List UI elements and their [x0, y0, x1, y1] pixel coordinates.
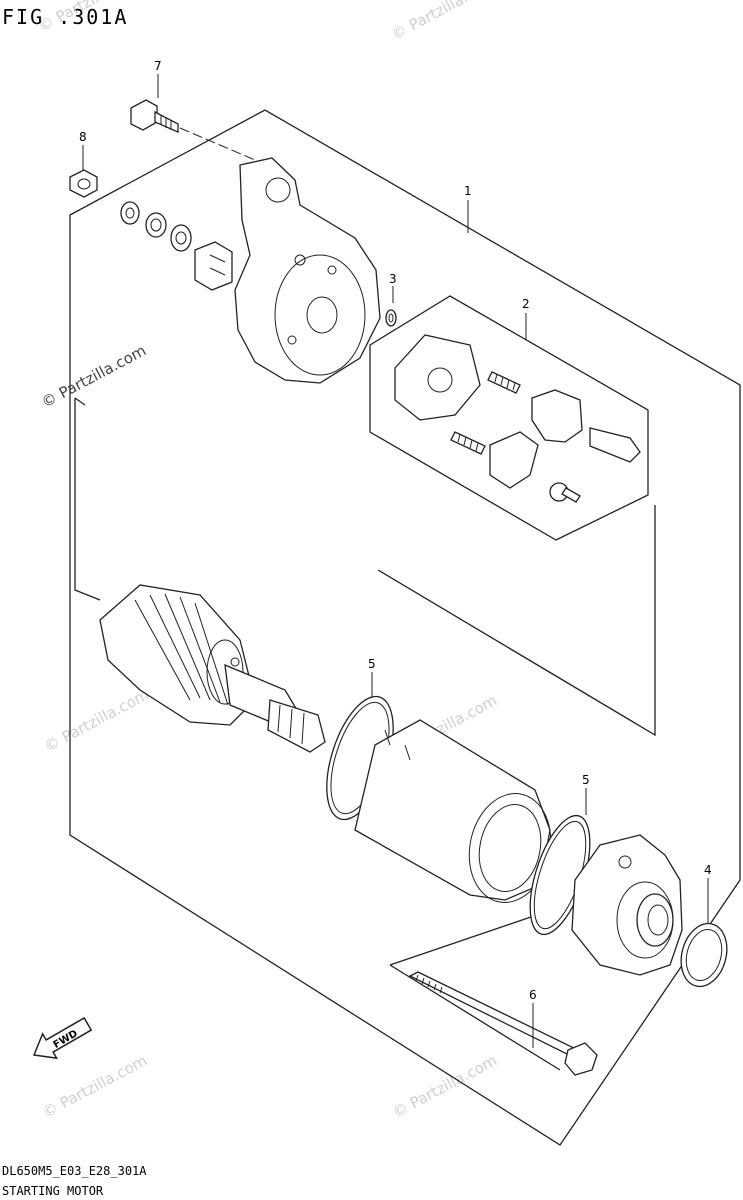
callout-5b: 5 — [582, 773, 590, 787]
brush-holder-set — [394, 334, 641, 503]
callout-1: 1 — [464, 184, 472, 198]
figure-caption: STARTING MOTOR — [2, 1184, 104, 1198]
o-ring-4 — [680, 922, 728, 988]
armature — [99, 584, 326, 753]
callout-2: 2 — [522, 297, 530, 311]
callout-leaders — [82, 74, 709, 1048]
watermark: © Partzilla.com — [41, 685, 152, 755]
callout-5a: 5 — [368, 657, 376, 671]
front-end-cover — [571, 834, 683, 976]
callout-3: 3 — [389, 272, 397, 286]
watermark: © Partzilla.com — [389, 1051, 500, 1121]
figure-title: FIG .301A — [2, 5, 128, 29]
watermark: © Partzilla.com — [39, 1051, 150, 1121]
assembly-frame — [69, 109, 741, 1146]
bolt-7 — [130, 99, 256, 161]
yoke-housing — [354, 719, 552, 903]
armature-frame — [74, 397, 656, 737]
o-ring-3 — [385, 309, 397, 327]
nut-8 — [69, 169, 98, 198]
watermark: © Partzilla.com — [38, 341, 149, 411]
callout-4: 4 — [704, 863, 712, 877]
callout-7: 7 — [154, 59, 162, 73]
rear-end-cover — [234, 157, 381, 384]
callout-8: 8 — [79, 130, 87, 144]
watermark: © Partzilla.com — [388, 0, 499, 44]
callout-6: 6 — [529, 988, 537, 1002]
fwd-arrow-icon: FWD — [32, 1016, 93, 1060]
through-bolt-6 — [408, 971, 598, 1076]
callouts: 1 2 3 4 5 5 6 7 8 — [79, 59, 712, 1002]
figure-code: DL650M5_E03_E28_301A — [2, 1164, 147, 1178]
brush-holder-frame — [369, 295, 649, 541]
washers — [120, 201, 233, 291]
